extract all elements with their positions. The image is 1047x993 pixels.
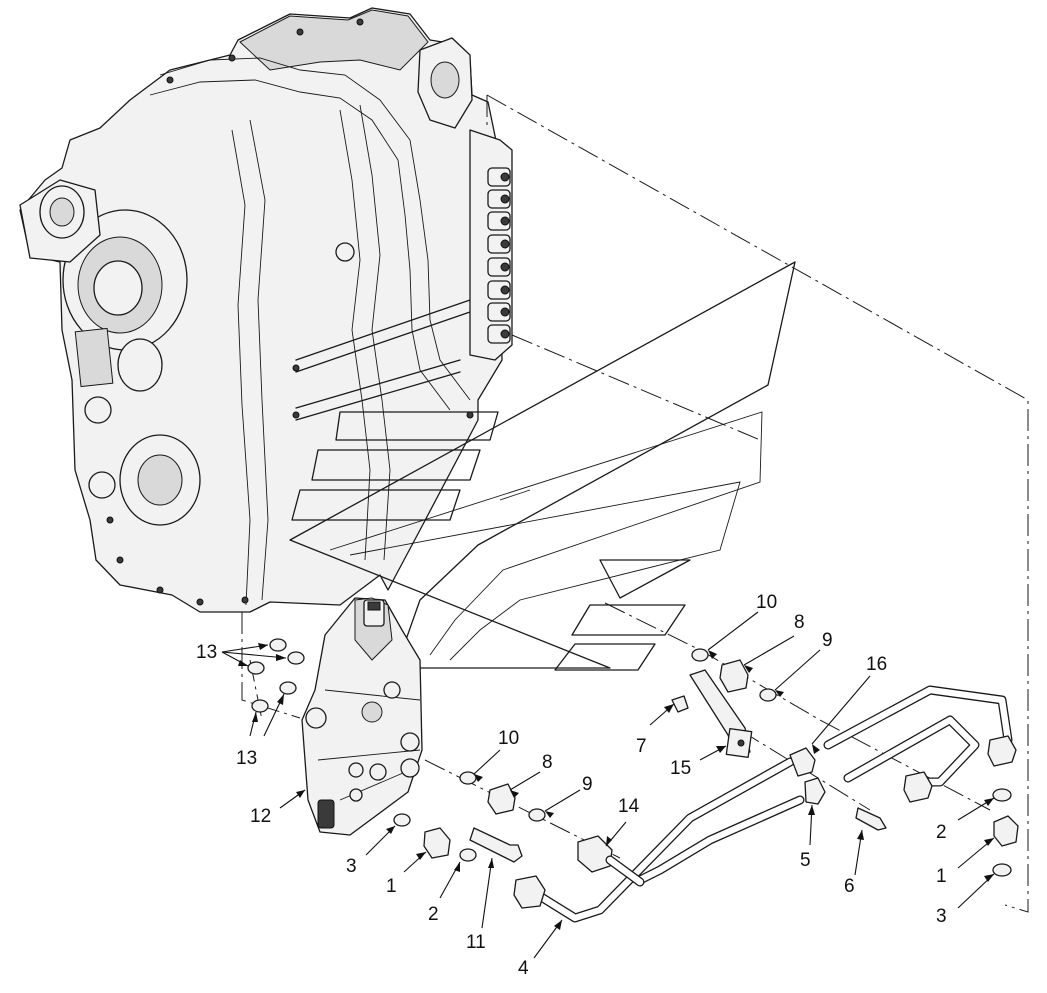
callout-4: 4 <box>518 958 529 979</box>
callout-16: 16 <box>866 654 887 675</box>
callout-2-right: 2 <box>936 822 947 843</box>
bracket-15 <box>689 669 753 759</box>
lower-fittings <box>393 771 546 863</box>
bolt-7 <box>671 695 689 713</box>
fitting-1a <box>423 827 451 859</box>
ring-3a <box>393 813 411 827</box>
callout-6: 6 <box>844 876 855 897</box>
callout-2-left: 2 <box>428 904 439 925</box>
callout-14: 14 <box>618 796 640 817</box>
tube-16 <box>823 685 1017 803</box>
callout-3-left: 3 <box>346 856 357 877</box>
callout-8-lower: 8 <box>542 752 553 773</box>
callout-13-lower: 13 <box>236 748 257 769</box>
callout-7: 7 <box>636 736 647 757</box>
right-fittings <box>992 788 1019 877</box>
o-rings-13 <box>247 638 305 713</box>
callout-10-upper: 10 <box>756 592 777 613</box>
bolt-6 <box>855 807 887 831</box>
bolt-11 <box>469 827 523 863</box>
callout-11: 11 <box>466 932 486 953</box>
callout-5: 5 <box>800 850 811 871</box>
callout-10-lower: 10 <box>498 728 519 749</box>
callout-leaders <box>221 611 995 959</box>
ring-2a <box>459 848 477 862</box>
upper-fittings <box>691 648 777 702</box>
control-valve <box>301 597 423 836</box>
callout-13-upper: 13 <box>196 642 217 663</box>
callout-12: 12 <box>250 806 271 827</box>
ring-9a <box>528 808 546 822</box>
callout-8-upper: 8 <box>794 612 805 633</box>
transmission-housing <box>19 7 503 613</box>
tube-14-fitting <box>577 835 645 887</box>
callout-1-left: 1 <box>386 876 397 897</box>
callout-9-lower: 9 <box>582 774 593 795</box>
callout-9-upper: 9 <box>822 630 833 651</box>
solenoid-bank <box>469 129 513 361</box>
tube-4 <box>513 757 805 923</box>
callout-15: 15 <box>670 758 691 779</box>
callout-3-right: 3 <box>936 906 947 927</box>
callout-1-right: 1 <box>936 866 947 887</box>
clamp-5 <box>789 747 826 805</box>
ring-10a <box>459 771 477 785</box>
callout-labels: 13 13 12 3 1 2 11 10 8 9 14 4 10 8 9 7 1… <box>196 592 947 979</box>
fitting-8a <box>487 783 516 815</box>
exploded-view-arrow <box>289 261 796 671</box>
